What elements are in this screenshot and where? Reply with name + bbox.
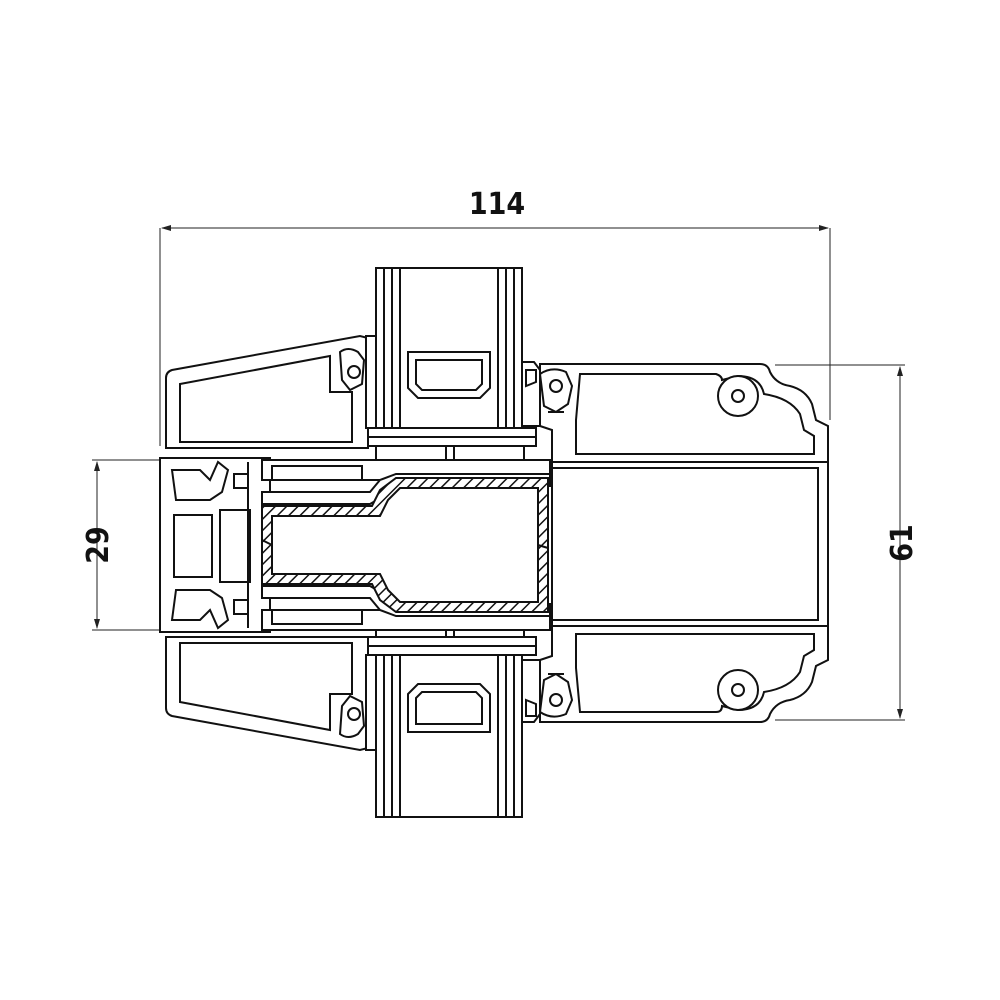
right-frame-center <box>551 461 829 627</box>
left-sash-top-chamber <box>165 334 369 449</box>
left-sash-bottom-chamber <box>165 636 369 752</box>
glazing-panel-bottom <box>375 654 523 818</box>
glazing-panel-top <box>375 267 523 429</box>
glazing-spacer-top <box>365 427 537 461</box>
dim-label-61: 61 <box>885 524 920 562</box>
dimension-right-height: 61 <box>775 364 920 721</box>
left-sash-center-block <box>159 457 271 633</box>
gasket-right-bottom <box>521 659 541 723</box>
dimension-left-height: 29 <box>81 459 165 631</box>
gasket-right-top <box>521 361 541 427</box>
dim-label-114: 114 <box>469 187 525 222</box>
gasket-left-bottom <box>365 654 377 751</box>
steel-reinforcement <box>261 477 549 613</box>
right-frame-bottom-chamber <box>538 625 829 723</box>
dim-label-29: 29 <box>81 526 116 564</box>
gasket-left-top <box>365 335 377 429</box>
reinforcement-core <box>271 487 539 603</box>
dimension-overall-width: 114 <box>159 187 831 446</box>
right-frame-top-chamber <box>538 363 829 463</box>
